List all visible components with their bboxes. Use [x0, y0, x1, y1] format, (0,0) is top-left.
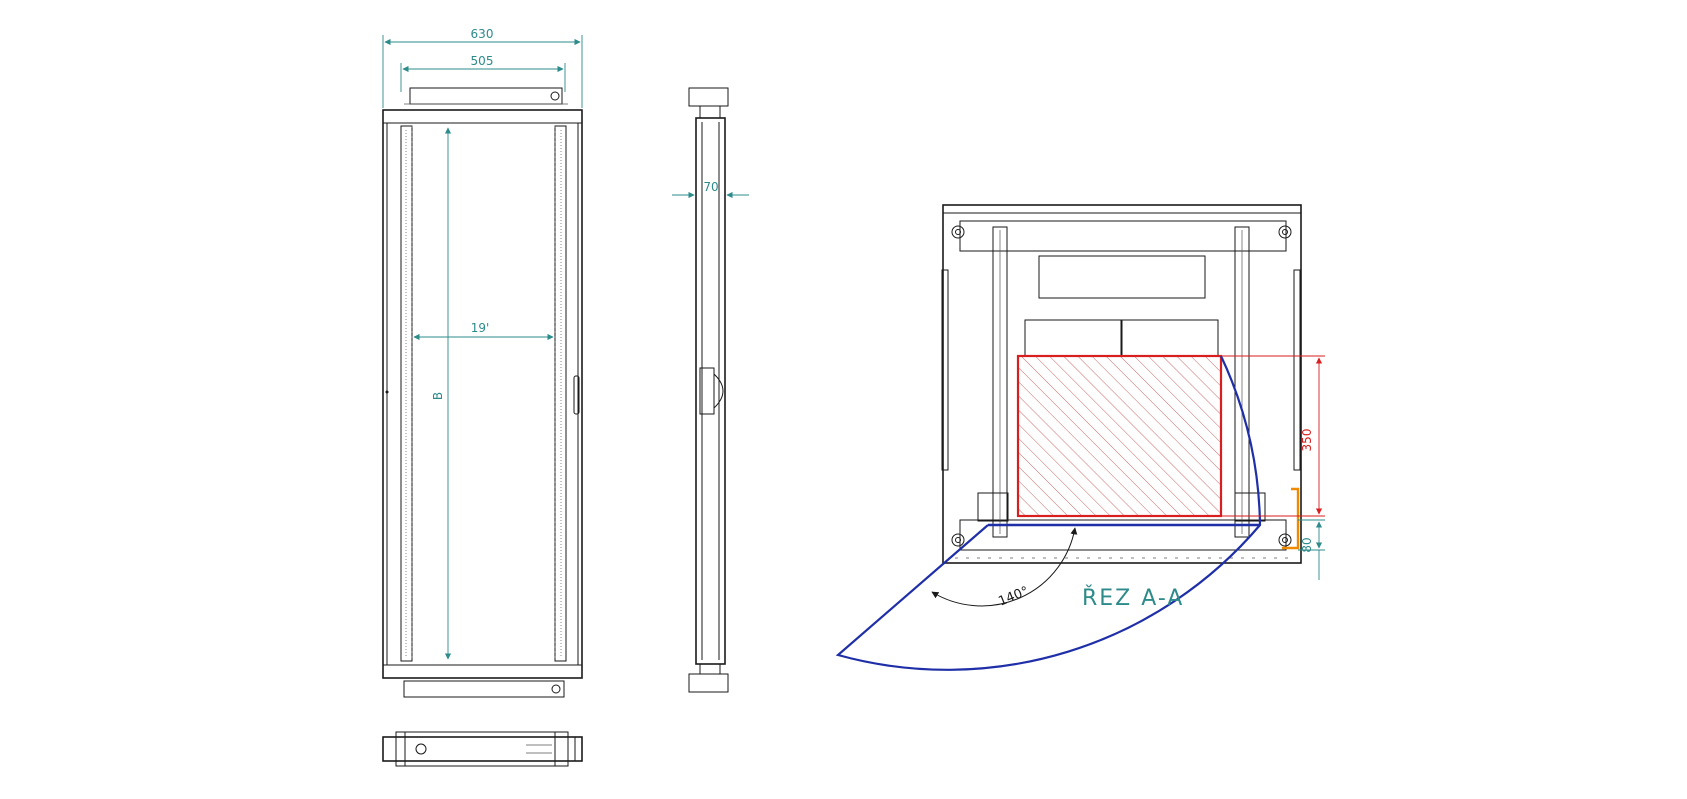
top-view [382, 731, 583, 767]
dim-height: B [431, 392, 445, 400]
dim-inner-width: 505 [471, 54, 494, 68]
equipment-box-right [1121, 319, 1219, 357]
section-label: ŘEZ A-A [1082, 585, 1184, 611]
frame-outer [382, 109, 583, 679]
equipment-box-left [1024, 319, 1122, 357]
bracket-left [977, 492, 1009, 522]
door-swing-arc [835, 355, 1262, 671]
section-top-beam [959, 220, 1287, 252]
corner-bolt [1278, 533, 1292, 547]
top-plate [409, 87, 563, 105]
dim-depth: 70 [703, 180, 718, 194]
side-rail-left [941, 269, 949, 471]
side-view: 70 [672, 87, 749, 693]
clearance-zone [1016, 354, 1223, 518]
door-handle [573, 375, 580, 415]
side-rail-right [1293, 269, 1301, 471]
frame-inner [386, 122, 579, 666]
corner-bolt [951, 225, 965, 239]
corner-bolt [951, 533, 965, 547]
door-swing-angle: 140° [996, 584, 1031, 610]
top-view-lock [415, 743, 427, 755]
dim-overall-width: 630 [471, 27, 494, 41]
front-view: 630 505 19' B [382, 27, 583, 698]
section-housing [942, 204, 1302, 564]
bottom-plate [403, 680, 565, 698]
profile-right [1234, 226, 1250, 538]
side-top-cap [688, 87, 729, 107]
hinge-offset [1282, 487, 1300, 550]
section-view: 140° 350 80 ŘEZ A-A [835, 204, 1325, 671]
top-screw [550, 91, 560, 101]
bracket-right [1234, 492, 1266, 522]
side-handle [699, 367, 715, 415]
corner-bolt [1278, 225, 1292, 239]
dim-clearance-depth: 350 [1300, 429, 1314, 452]
rail-left [400, 125, 413, 662]
rail-right [554, 125, 567, 662]
top-view-body [382, 736, 583, 762]
angle-arc [931, 527, 1078, 607]
dim-door-offset: 80 [1300, 537, 1314, 552]
side-handle-grip [713, 373, 724, 409]
side-bottom-cap [688, 673, 729, 693]
equipment-panel [1038, 255, 1206, 299]
dim-rack-standard: 19' [471, 321, 490, 335]
